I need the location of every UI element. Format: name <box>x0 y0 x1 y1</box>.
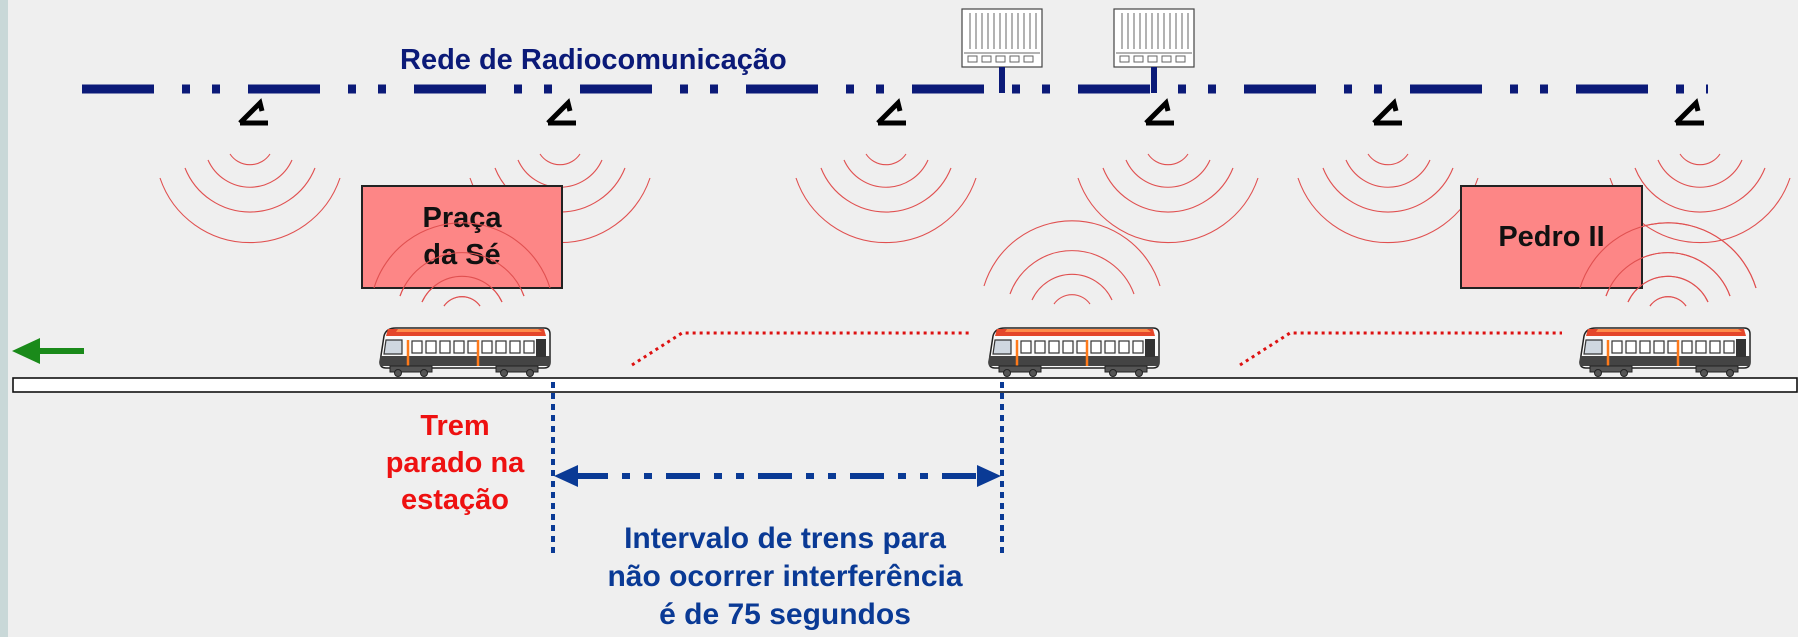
train-icon <box>378 326 552 378</box>
approach-path <box>631 331 970 367</box>
antenna-icon <box>240 103 268 123</box>
antenna-icon <box>878 103 906 123</box>
train-icon <box>987 326 1161 378</box>
antenna-icon <box>548 103 576 123</box>
interval-arrow <box>554 465 1001 487</box>
approach-path <box>1239 331 1562 367</box>
station-praca-da-se: Praça da Sé <box>361 185 563 289</box>
slide-edge <box>0 0 8 637</box>
track <box>12 377 1798 393</box>
antenna-icon <box>1374 103 1402 123</box>
train-icon <box>1578 326 1752 378</box>
station-label: Praça da Sé <box>422 202 502 271</box>
antenna-icon <box>1676 103 1704 123</box>
antenna-icon <box>1146 103 1174 123</box>
server-rack-icon <box>1113 8 1195 93</box>
station-label: Pedro II <box>1498 220 1605 253</box>
network-label: Rede de Radiocomunicação <box>400 44 787 76</box>
arrow-left-icon <box>12 338 84 364</box>
interval-label: Intervalo de trens para não ocorrer inte… <box>607 522 963 631</box>
station-pedro-ii: Pedro II <box>1460 185 1643 289</box>
stopped-train-label: Trem parado na estação <box>385 410 525 516</box>
server-rack-icon <box>961 8 1043 93</box>
